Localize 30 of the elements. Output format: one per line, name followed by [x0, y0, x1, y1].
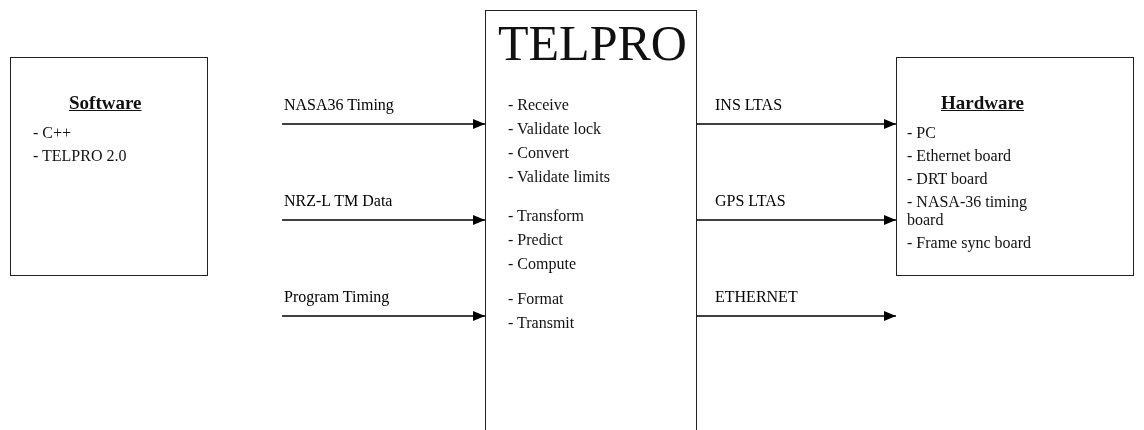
- list-item: - PC: [907, 124, 936, 142]
- list-item: - DRT board: [907, 170, 988, 188]
- list-item: - Transform: [508, 207, 584, 225]
- arrow: [281, 215, 486, 225]
- list-item: - NASA-36 timing board: [907, 193, 1027, 229]
- list-item: - Format: [508, 290, 564, 308]
- list-item: - Validate limits: [508, 168, 610, 186]
- info-box: [10, 57, 208, 276]
- list-item: - Convert: [508, 144, 569, 162]
- list-item: - Transmit: [508, 314, 575, 332]
- process-box: [485, 10, 697, 430]
- arrow: [696, 311, 897, 321]
- list-item: - Predict: [508, 231, 563, 249]
- arrow: [696, 215, 897, 225]
- box-title: TELPRO: [498, 15, 687, 71]
- arrow: [281, 119, 486, 129]
- edge-label: NASA36 Timing: [283, 96, 395, 114]
- list-item: - C++: [33, 124, 72, 142]
- arrow: [281, 311, 486, 321]
- box-heading: Hardware: [941, 92, 1025, 114]
- list-item: - Validate lock: [508, 120, 601, 138]
- list-item: - Receive: [508, 96, 569, 114]
- list-item: - Frame sync board: [907, 234, 1031, 252]
- list-item: - TELPRO 2.0: [33, 147, 127, 165]
- list-item: - Compute: [508, 255, 576, 273]
- info-box: [896, 57, 1134, 276]
- arrow: [696, 119, 897, 129]
- list-item: - Ethernet board: [907, 147, 1011, 165]
- box-heading: Software: [69, 92, 142, 114]
- edge-label: Program Timing: [283, 288, 391, 306]
